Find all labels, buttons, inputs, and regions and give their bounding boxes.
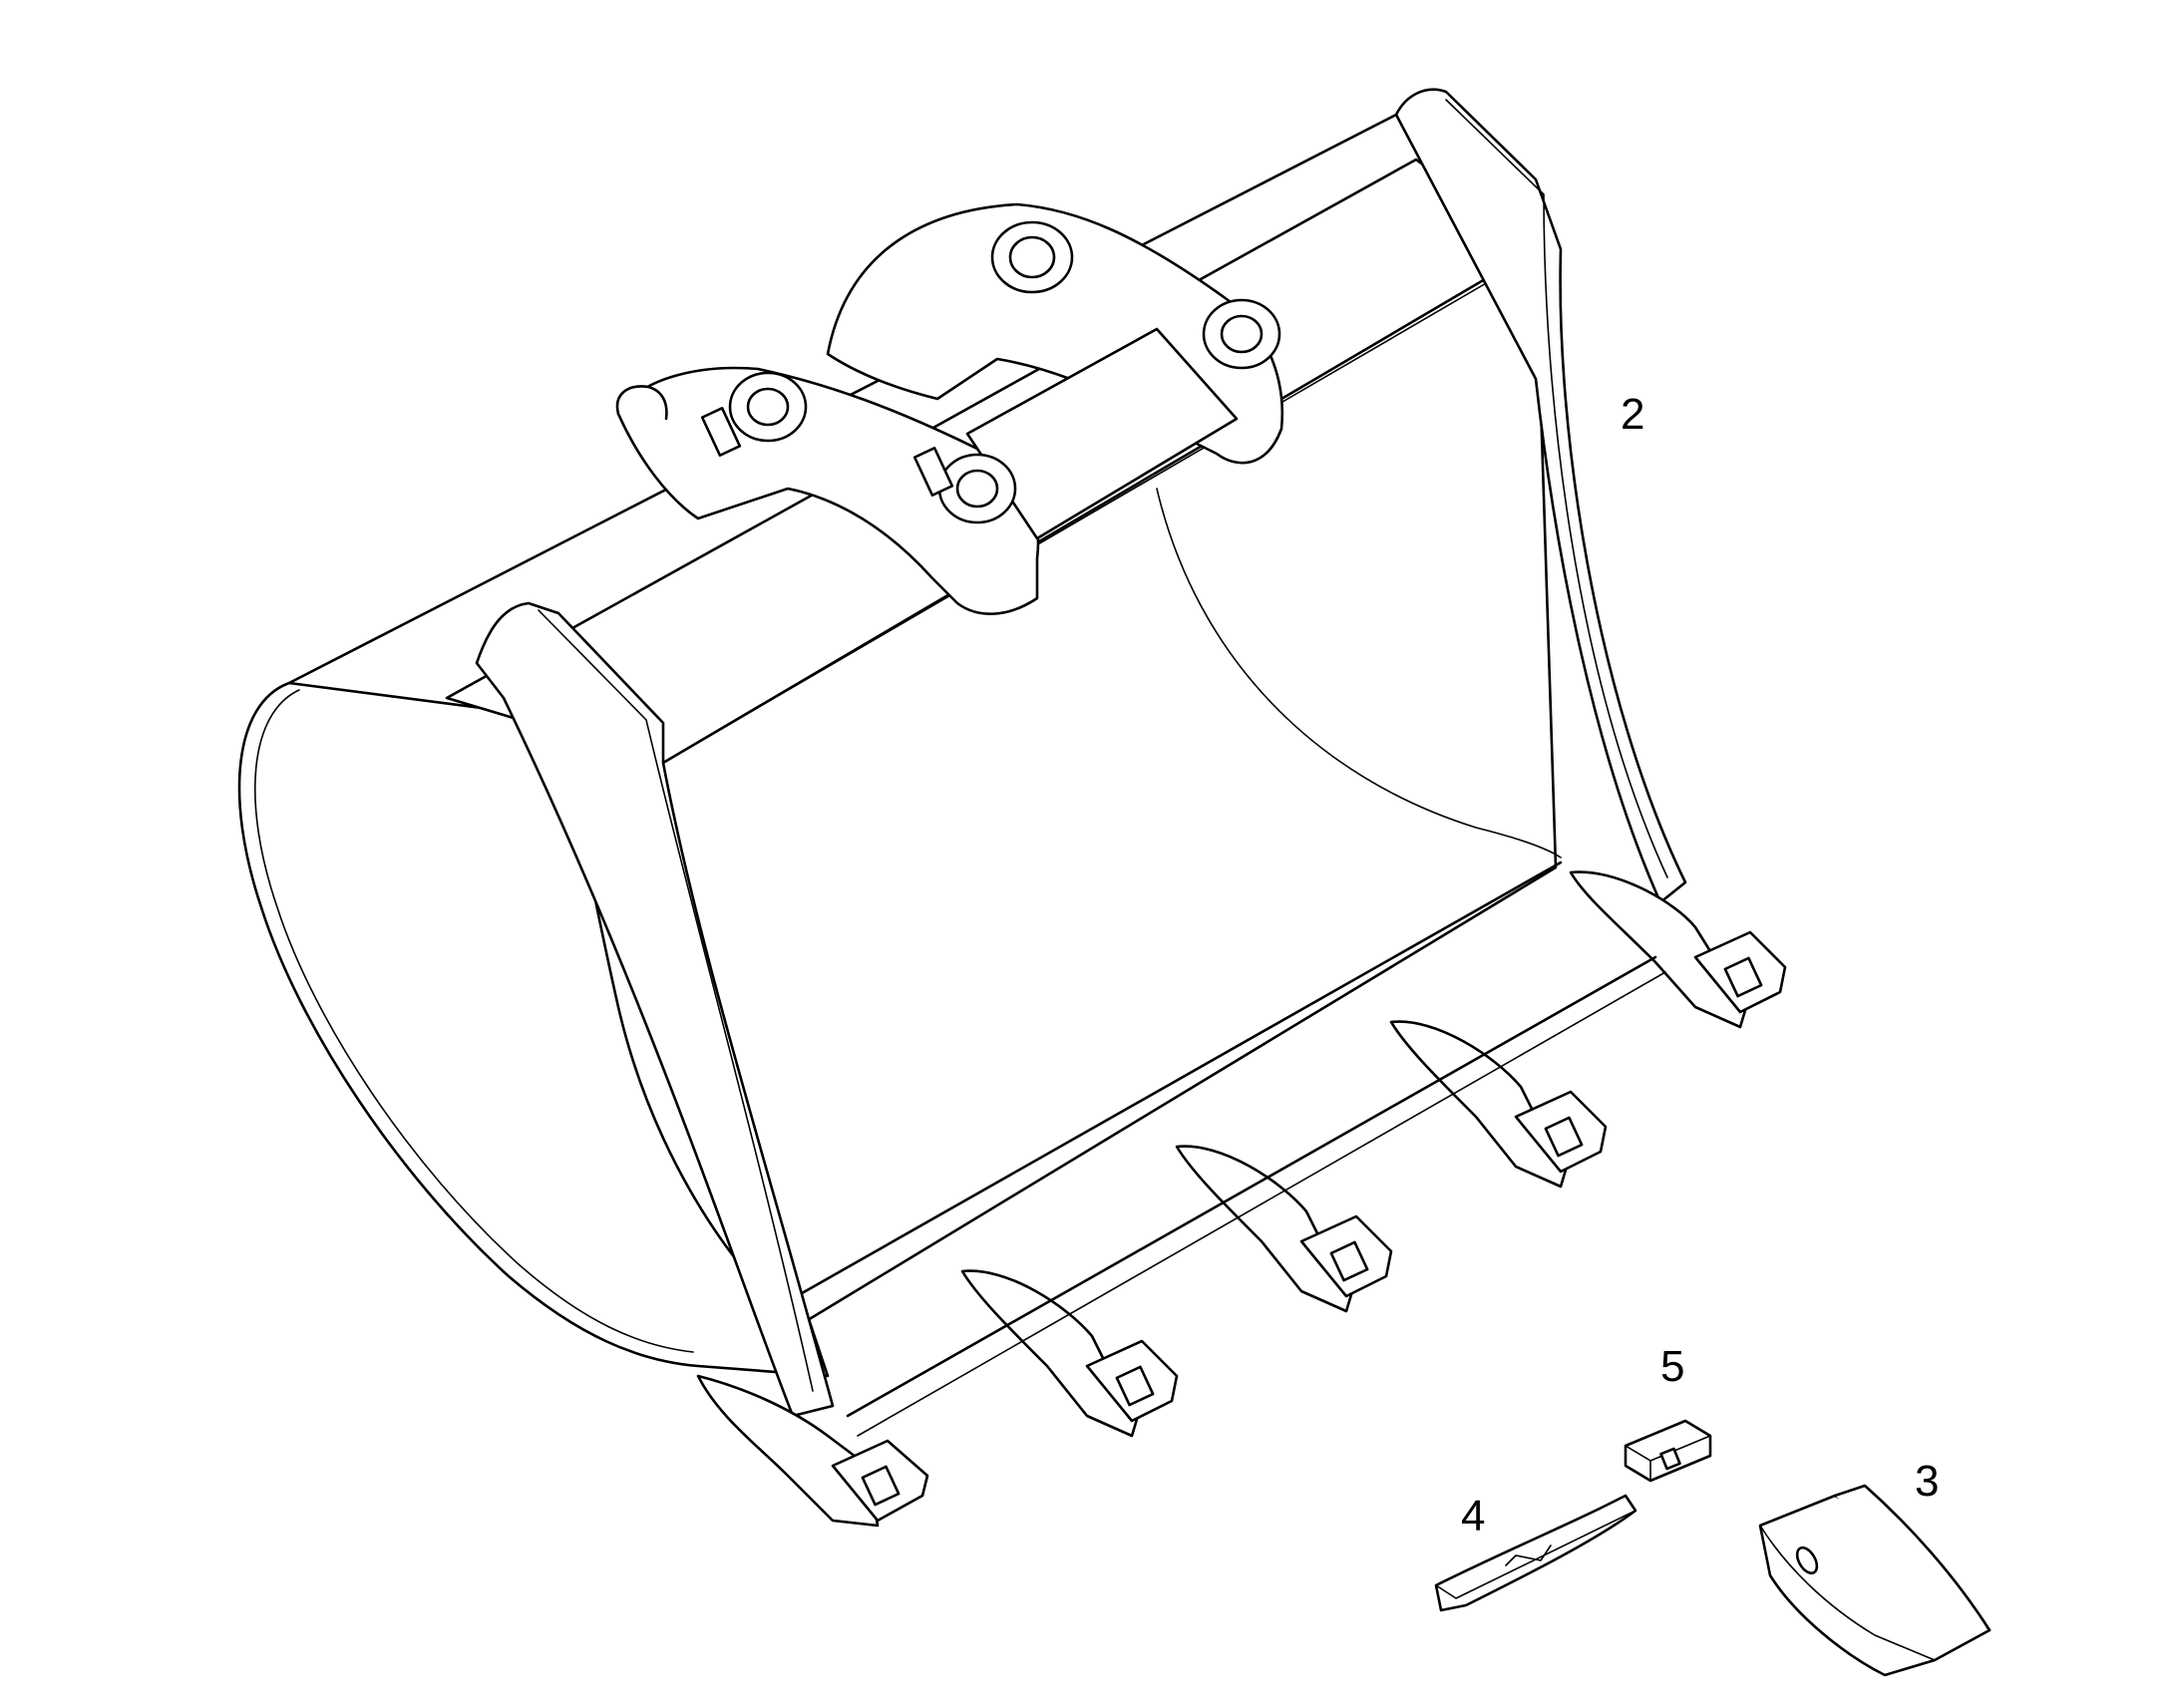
bucket-back-shell-rim: [253, 689, 694, 1353]
bucket-left-side-plate-inner: [538, 609, 814, 1392]
bucket-left-side-plate: [475, 601, 835, 1418]
adapter-tooth-5: [1569, 870, 1787, 1029]
boss-lock-plate-left: [700, 407, 742, 457]
bucket-right-side-plate: [1394, 88, 1687, 904]
bucket-assembly: [237, 88, 1787, 1528]
adapter-tooth-3: [1175, 1145, 1393, 1313]
bucket-cutting-edge: [846, 955, 1657, 1418]
callout-3: 3: [1915, 1457, 1939, 1506]
part-3-tooth: [1758, 1484, 1992, 1677]
pin-boss-top: [990, 220, 1074, 294]
bucket-cutting-edge-lower: [857, 971, 1666, 1437]
bucket-top-strip-front-edge: [662, 253, 1537, 764]
bucket-left-ear: [615, 385, 668, 421]
pin-boss-center: [937, 453, 1017, 524]
bracket-cross-tube: [965, 327, 1239, 540]
pin-boss-left: [728, 371, 808, 443]
part-5-retainer-lock: [1624, 1419, 1712, 1483]
callout-5: 5: [1660, 1342, 1684, 1391]
pin-boss-right: [1202, 298, 1281, 370]
part-4-retainer-pin: [1434, 1494, 1637, 1612]
adapter-tooth-2: [960, 1269, 1179, 1438]
adapter-tooth-4: [1389, 1020, 1608, 1189]
adapter-tooth-1: [696, 1374, 929, 1528]
boss-lock-plate-center: [912, 447, 954, 497]
bucket-inner-curve: [1156, 488, 1562, 858]
callout-4: 4: [1461, 1492, 1485, 1540]
callout-2: 2: [1621, 390, 1644, 439]
bucket-floor: [786, 860, 1563, 1303]
bucket-right-side-plate-inner: [1445, 99, 1668, 878]
